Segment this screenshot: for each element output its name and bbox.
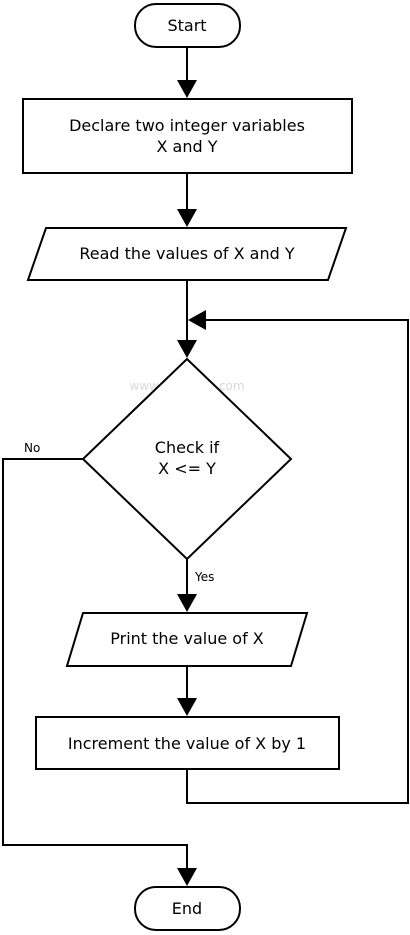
start-terminal: Start (134, 3, 241, 48)
read-label: Read the values of X and Y (79, 244, 295, 263)
arrowheads (177, 80, 206, 886)
increment-process: Increment the value of X by 1 (35, 716, 340, 770)
end-terminal: End (134, 886, 241, 931)
print-label: Print the value of X (110, 629, 264, 648)
end-label: End (172, 899, 202, 918)
arrowhead-increment (177, 698, 197, 716)
declare-process: Declare two integer variables X and Y (22, 98, 353, 174)
edge-no-to-end (2, 458, 188, 872)
decision-label-line-1: Check if (155, 438, 220, 457)
arrowhead-end (177, 868, 197, 886)
arrowhead-loop (188, 310, 206, 330)
read-input: Read the values of X and Y (26, 227, 348, 281)
decision-diamond: Check if X <= Y (81, 357, 293, 561)
connectors (2, 47, 409, 872)
arrowhead-declare (177, 80, 197, 98)
declare-label-line-2: X and Y (156, 137, 217, 156)
yes-label: Yes (194, 570, 214, 584)
arrowhead-read (177, 209, 197, 227)
edge-loop-back (186, 319, 409, 804)
declare-label-line-1: Declare two integer variables (69, 116, 305, 135)
print-output: Print the value of X (65, 612, 309, 667)
no-label: No (24, 441, 40, 455)
arrowhead-print (177, 594, 197, 612)
arrowhead-decision (177, 340, 197, 358)
start-label: Start (167, 16, 206, 35)
decision-label-line-2: X <= Y (158, 459, 216, 478)
increment-label: Increment the value of X by 1 (68, 734, 306, 753)
